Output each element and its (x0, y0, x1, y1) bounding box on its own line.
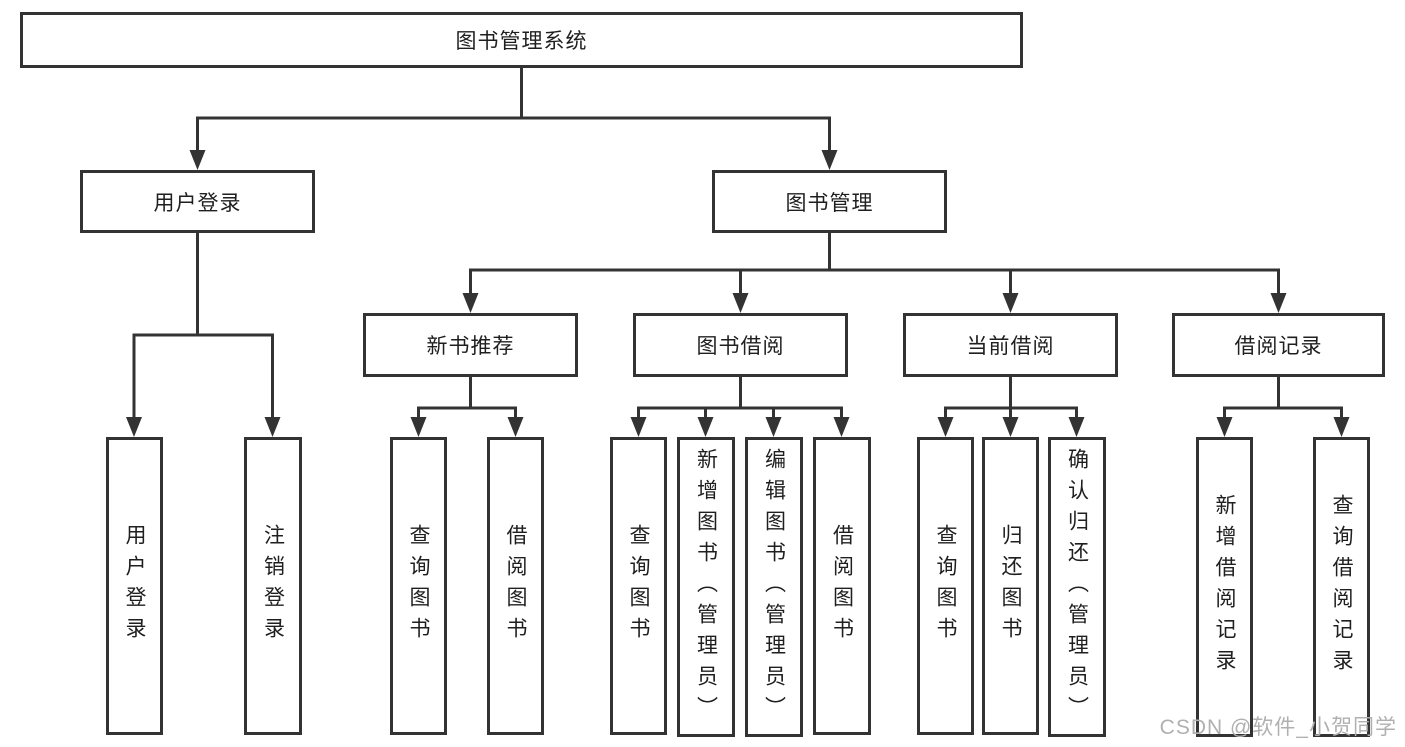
node-label: 当前借阅 (966, 335, 1055, 358)
node-label: 查询图书 (627, 524, 650, 648)
node-label: 确认归还（管理员） (1065, 447, 1089, 727)
connector-borrow-records-to-children (1216, 375, 1350, 437)
leaf-edit-book-admin: 编辑图书（管理员） (745, 437, 803, 737)
leaf-add-book-admin: 新增图书（管理员） (677, 437, 735, 737)
node-label: 新书推荐 (426, 335, 515, 358)
connector-root-to-level2 (189, 66, 838, 170)
node-label: 查询图书 (407, 524, 430, 648)
arrowhead-icon (833, 417, 850, 437)
node-label: 查询图书 (934, 524, 957, 648)
node-label: 注销登录 (261, 524, 285, 648)
node-label: 借阅图书 (504, 524, 527, 648)
leaf-borrow-query-books: 查询图书 (610, 437, 667, 735)
node-user-login: 用户登录 (80, 170, 315, 233)
arrowhead-icon (732, 293, 749, 313)
arrowhead-icon (410, 417, 427, 437)
node-book-borrowing: 图书借阅 (633, 313, 848, 377)
node-label: 新增图书（管理员） (694, 447, 718, 727)
arrowhead-icon (264, 417, 281, 437)
csdn-watermark: CSDN @软件_小贺同学 (1159, 716, 1397, 739)
arrowhead-icon (1002, 293, 1019, 313)
arrowhead-icon (189, 150, 206, 170)
node-label: 新增借阅记录 (1213, 494, 1236, 680)
arrowhead-icon (1333, 417, 1350, 437)
leaf-newrec-query-books: 查询图书 (390, 437, 447, 735)
node-label: 借阅图书 (830, 524, 854, 648)
leaf-user-login: 用户登录 (106, 437, 163, 735)
arrowhead-icon (1068, 417, 1085, 437)
leaf-return-books: 归还图书 (982, 437, 1039, 735)
arrowhead-icon (1002, 417, 1019, 437)
arrowhead-icon (1216, 417, 1233, 437)
connector-book-borrow-to-children (630, 375, 850, 437)
node-book-management: 图书管理 (712, 170, 947, 233)
connector-new-books-to-children (410, 375, 524, 437)
connector-book-mgmt-to-children (462, 231, 1287, 313)
node-label: 查询借阅记录 (1330, 494, 1353, 680)
node-label: 用户登录 (123, 524, 146, 648)
connector-current-borrow-to-children (937, 375, 1085, 437)
arrowhead-icon (821, 150, 838, 170)
leaf-add-borrow-record: 新增借阅记录 (1196, 437, 1253, 737)
node-new-book-recommend: 新书推荐 (363, 313, 578, 377)
arrowhead-icon (462, 293, 479, 313)
leaf-logout: 注销登录 (244, 437, 302, 735)
arrowhead-icon (1270, 293, 1287, 313)
node-library-management-system: 图书管理系统 (20, 12, 1023, 68)
arrowhead-icon (630, 417, 647, 437)
leaf-query-borrow-record: 查询借阅记录 (1313, 437, 1370, 737)
node-label: 图书管理系统 (455, 30, 588, 53)
arrowhead-icon (937, 417, 954, 437)
node-label: 归还图书 (999, 524, 1022, 648)
node-current-borrowing: 当前借阅 (903, 313, 1118, 377)
arrowhead-icon (126, 417, 142, 437)
node-label: 借阅记录 (1234, 335, 1323, 358)
node-borrowing-records: 借阅记录 (1172, 313, 1385, 377)
leaf-confirm-return-admin: 确认归还（管理员） (1048, 437, 1106, 737)
arrowhead-icon (697, 417, 714, 437)
arrowhead-icon (765, 417, 782, 437)
node-label: 图书借阅 (696, 335, 785, 358)
connector-user-login-to-children (126, 231, 281, 437)
leaf-newrec-borrow-books: 借阅图书 (487, 437, 544, 735)
node-label: 用户登录 (153, 191, 242, 215)
leaf-current-query-books: 查询图书 (917, 437, 974, 735)
arrowhead-icon (507, 417, 524, 437)
node-label: 编辑图书（管理员） (762, 447, 786, 727)
leaf-borrow-borrow-books: 借阅图书 (813, 437, 871, 735)
node-label: 图书管理 (785, 191, 874, 215)
